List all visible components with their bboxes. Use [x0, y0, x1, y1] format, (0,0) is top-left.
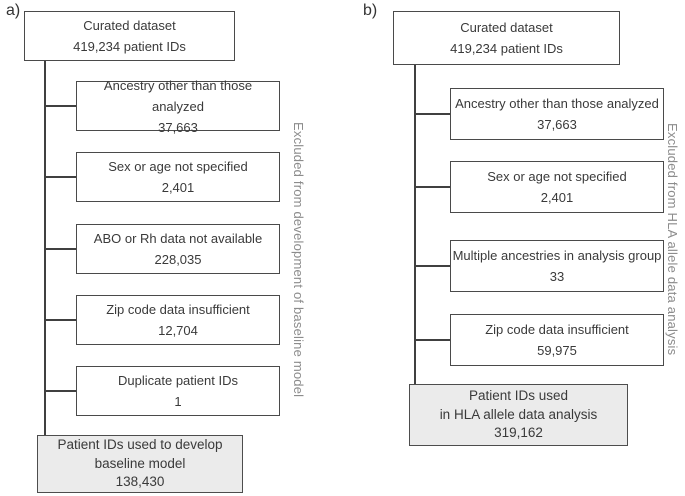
- result-box-a-line2: baseline model: [94, 455, 186, 471]
- exclusion-box-a5-value: 1: [174, 394, 182, 409]
- result-box-b-line2: in HLA allele data analysis: [439, 406, 598, 422]
- result-box-a: Patient IDs used to develop baseline mod…: [37, 435, 243, 493]
- exclusion-box-b4-value: 59,975: [537, 343, 577, 358]
- result-box-a-count: 138,430: [115, 474, 165, 490]
- exclusion-box-a2-label: Sex or age not specified: [108, 159, 248, 174]
- exclusion-box-a4-value: 12,704: [158, 323, 198, 338]
- panel-a-label: a): [6, 2, 21, 19]
- exclusion-box-b2-value: 2,401: [540, 190, 574, 205]
- excluded-side-note-b: Excluded from HLA allele data analysis: [665, 122, 680, 356]
- source-box-a: Curated dataset 419,234 patient IDs: [24, 11, 235, 61]
- exclusion-box-a3: ABO or Rh data not available 228,035: [76, 224, 280, 274]
- connector-branch-b2: [414, 186, 450, 188]
- connector-branch-a5: [44, 390, 76, 392]
- exclusion-box-b3: Multiple ancestries in analysis group 33: [450, 240, 664, 292]
- exclusion-box-b1: Ancestry other than those analyzed 37,66…: [450, 88, 664, 140]
- connector-branch-b1: [414, 113, 450, 115]
- result-box-b-count: 319,162: [494, 425, 543, 441]
- exclusion-box-a5-label: Duplicate patient IDs: [118, 373, 238, 388]
- connector-branch-b4: [414, 339, 450, 341]
- exclusion-box-a1-label: Ancestry other than those analyzed: [103, 77, 253, 114]
- source-box-b-count: 419,234 patient IDs: [450, 41, 563, 56]
- source-box-a-count: 419,234 patient IDs: [73, 39, 186, 54]
- exclusion-box-b2-label: Sex or age not specified: [487, 169, 627, 184]
- result-box-b: Patient IDs used in HLA allele data anal…: [409, 384, 628, 446]
- exclusion-box-b2: Sex or age not specified 2,401: [450, 161, 664, 213]
- connector-branch-b3: [414, 265, 450, 267]
- exclusion-box-b1-value: 37,663: [537, 117, 577, 132]
- exclusion-box-a2: Sex or age not specified 2,401: [76, 152, 280, 202]
- excluded-side-note-a: Excluded from development of baseline mo…: [291, 122, 306, 398]
- source-box-a-title: Curated dataset: [83, 18, 176, 33]
- exclusion-box-a2-value: 2,401: [161, 180, 195, 195]
- exclusion-box-a4: Zip code data insufficient 12,704: [76, 295, 280, 345]
- result-box-b-line1: Patient IDs used: [468, 388, 569, 404]
- exclusion-box-b4-label: Zip code data insufficient: [485, 322, 629, 337]
- connector-main-line-b: [414, 65, 416, 384]
- exclusion-box-b4: Zip code data insufficient 59,975: [450, 314, 664, 366]
- connector-branch-a3: [44, 248, 76, 250]
- exclusion-box-a5: Duplicate patient IDs 1: [76, 366, 280, 416]
- exclusion-box-a3-label: ABO or Rh data not available: [93, 231, 263, 246]
- connector-branch-a1: [44, 105, 76, 107]
- source-box-b: Curated dataset 419,234 patient IDs: [393, 11, 620, 65]
- exclusion-box-a4-label: Zip code data insufficient: [106, 302, 250, 317]
- exclusion-box-a1: Ancestry other than those analyzed 37,66…: [76, 78, 280, 135]
- result-box-a-line1: Patient IDs used to develop: [57, 437, 223, 453]
- exclusion-box-a3-value: 228,035: [154, 252, 202, 267]
- exclusion-box-a1-value: 37,663: [158, 119, 198, 135]
- exclusion-box-b3-value: 33: [549, 269, 565, 284]
- exclusion-box-b3-label: Multiple ancestries in analysis group: [452, 248, 662, 263]
- panel-b-label: b): [363, 2, 378, 19]
- source-box-b-title: Curated dataset: [460, 20, 553, 35]
- connector-branch-a2: [44, 176, 76, 178]
- exclusion-box-b1-label: Ancestry other than those analyzed: [455, 96, 659, 111]
- connector-branch-a4: [44, 319, 76, 321]
